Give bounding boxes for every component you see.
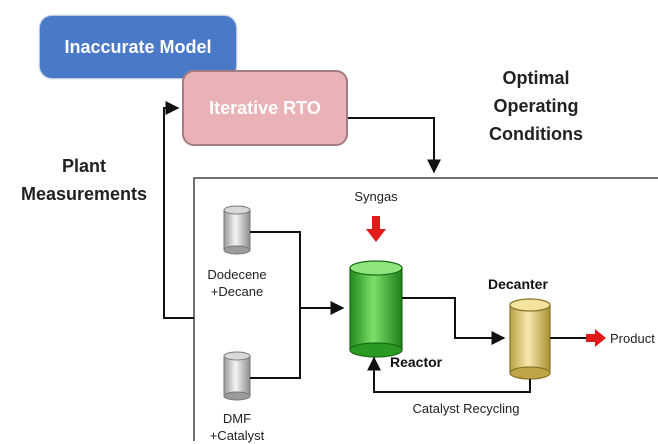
decanter-label: Decanter — [488, 276, 548, 292]
iterative-rto-label: Iterative RTO — [209, 97, 321, 118]
feed-tank-dmf — [223, 351, 251, 401]
optimal-operating-conditions-label: Optimal Operating Conditions — [466, 64, 606, 148]
feed1-line-2: +Decane — [210, 284, 264, 299]
feed2-line-1: DMF — [222, 411, 252, 426]
plant-measurements-label: Plant Measurements — [6, 152, 162, 208]
reactor-to-decanter-arrow — [402, 297, 506, 345]
reactor-vessel — [349, 260, 403, 358]
optimal-line-2: Operating — [493, 96, 579, 116]
feed2-line-2: +Catalyst — [209, 428, 265, 443]
feed-tank-dodecene — [223, 205, 251, 255]
feed1-label: Dodecene +Decane — [197, 266, 277, 300]
optimal-line-1: Optimal — [502, 68, 570, 88]
measurements-line-1: Plant — [61, 156, 106, 176]
reactor-label: Reactor — [390, 354, 443, 370]
inaccurate-model-label: Inaccurate Model — [64, 36, 212, 57]
feed-line-2 — [250, 308, 301, 379]
iterative-rto-box: Iterative RTO — [182, 70, 348, 146]
measurement-feedback-arrow — [163, 101, 194, 319]
product-arrow — [586, 329, 606, 347]
rto-to-plant-arrow — [348, 117, 441, 174]
inaccurate-model-box: Inaccurate Model — [40, 16, 236, 78]
measurements-line-2: Measurements — [20, 184, 148, 204]
catalyst-recycle-arrow — [367, 356, 531, 393]
catalyst-recycling-label: Catalyst Recycling — [412, 401, 520, 416]
syngas-label: Syngas — [354, 189, 398, 204]
feed-line-1 — [250, 231, 301, 308]
product-label: Product — [610, 331, 655, 346]
plant-frame — [193, 177, 658, 441]
feed1-line-1: Dodecene — [207, 267, 267, 282]
feed2-label: DMF +Catalyst — [197, 410, 277, 444]
optimal-line-3: Conditions — [489, 124, 583, 144]
syngas-arrow — [366, 216, 386, 242]
decanter-vessel — [509, 298, 551, 380]
